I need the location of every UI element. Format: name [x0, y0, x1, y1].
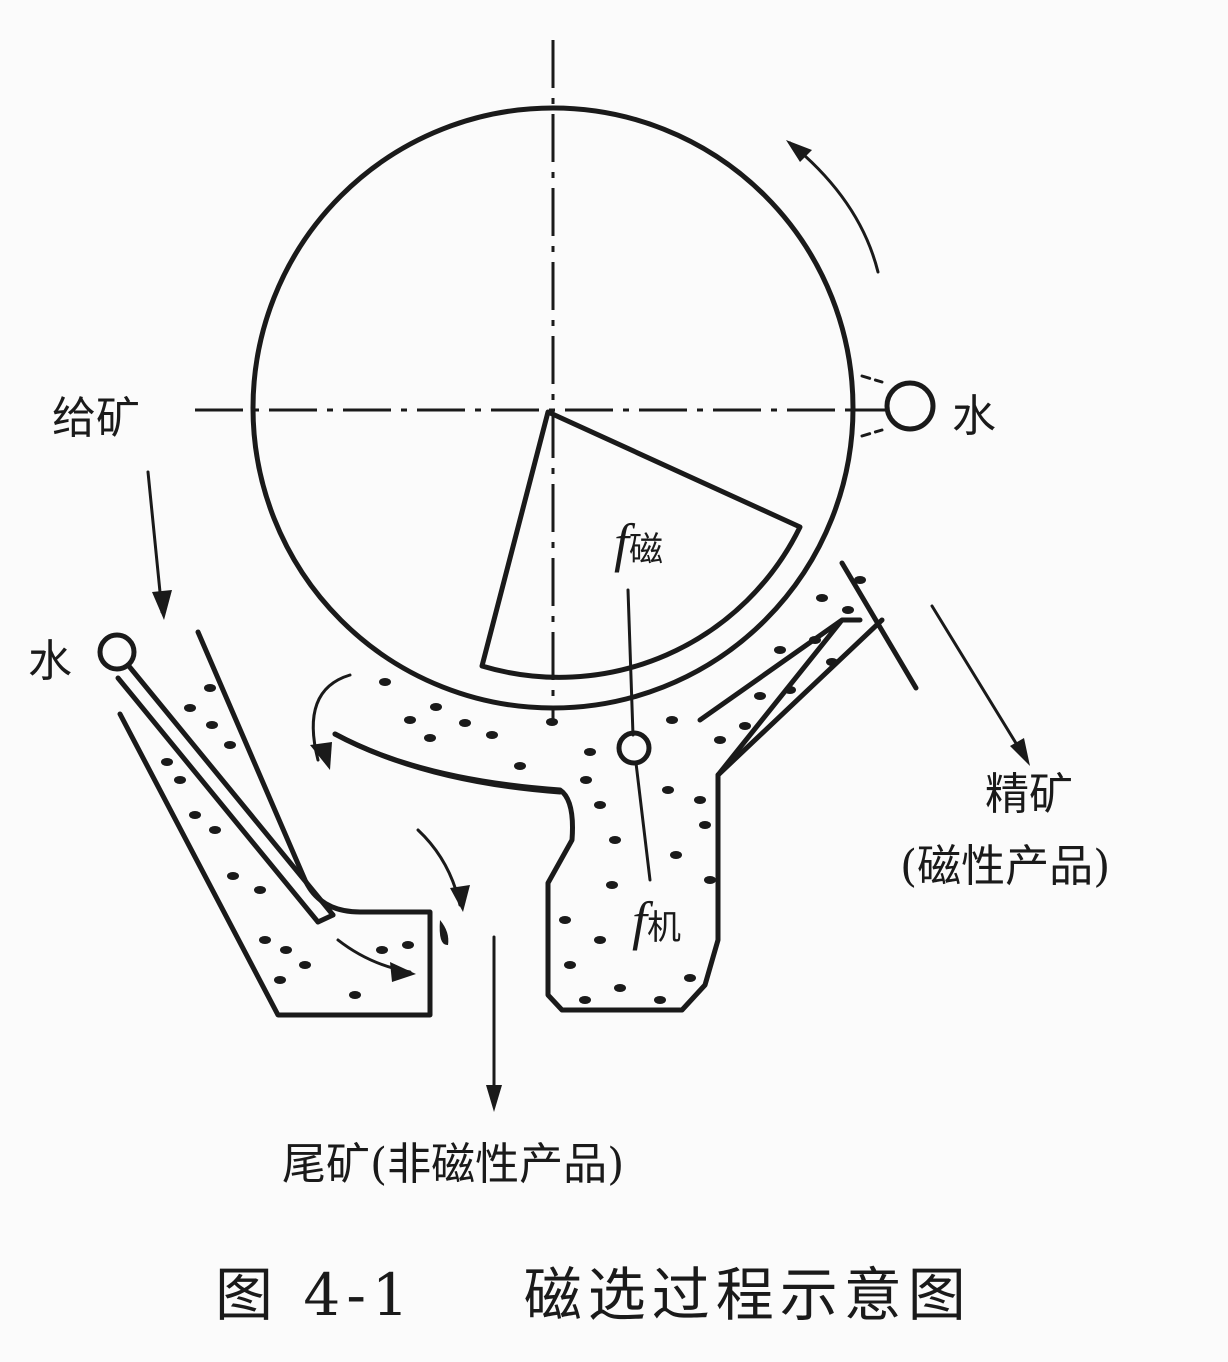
magnetic-force-subscript: 磁 [629, 530, 664, 570]
mechanical-force-label: f机 [632, 890, 681, 952]
feedbox-flow-arrow [336, 938, 416, 982]
feed-box [117, 629, 433, 1018]
magnetic-force-label: f磁 [614, 512, 663, 574]
mechanical-force-line [634, 761, 652, 882]
spray-water-nozzle [853, 374, 936, 438]
magnetic-force-symbol: f [614, 513, 630, 573]
falling-particle [439, 920, 449, 946]
water-right-label: 水 [952, 391, 996, 442]
concentrate-note-label: (磁性产品) [900, 841, 1111, 892]
ore-particles [161, 576, 866, 1004]
magnetic-force-line [626, 588, 635, 737]
tailings-flow-arrow [416, 828, 470, 912]
rotation-arrow [786, 140, 880, 274]
concentrate-arrow [930, 604, 1030, 766]
tank-right-wall [715, 617, 885, 778]
concentrate-launder [839, 560, 919, 691]
separation-tank [332, 617, 863, 1013]
mechanical-force-symbol: f [632, 891, 648, 951]
feed-arrow [146, 470, 172, 620]
tailings-label: 尾矿(非磁性产品) [282, 1139, 625, 1190]
water-pipe [97, 632, 336, 925]
magnet-sector [479, 409, 803, 680]
figure-title: 磁选过程示意图 [523, 1261, 972, 1329]
water-left-label: 水 [28, 636, 72, 687]
return-flow-arrow [310, 673, 352, 770]
figure-number: 图 4-1 [215, 1261, 415, 1329]
particle-marker [616, 730, 652, 766]
concentrate-label: 精矿 [985, 769, 1073, 820]
figure-caption: 图 4-1 磁选过程示意图 [215, 1248, 972, 1332]
tank-inner-wall [332, 731, 563, 795]
feed-label: 给矿 [52, 393, 140, 444]
tailings-arrow [486, 935, 502, 1112]
mechanical-force-subscript: 机 [647, 908, 682, 948]
